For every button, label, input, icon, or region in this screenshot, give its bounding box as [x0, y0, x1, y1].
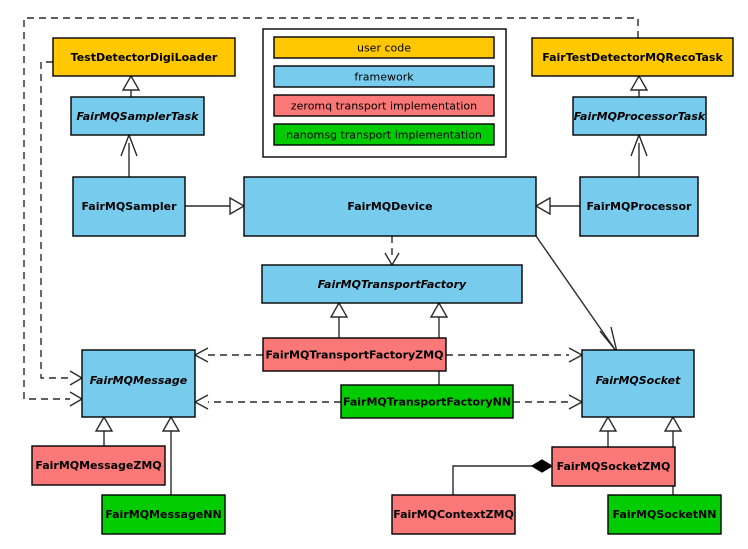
node-fairmqmessage[interactable]: FairMQMessage [81, 349, 196, 418]
node-box[interactable] [607, 494, 722, 535]
node-box[interactable] [340, 384, 514, 419]
node-fairmqsocketnn[interactable]: FairMQSocketNN [607, 494, 722, 535]
legend-swatch-framework [273, 65, 495, 88]
legend-swatch-zeromq [273, 94, 495, 117]
node-label: FairMQTransportFactoryNN [343, 396, 511, 409]
node-box[interactable] [72, 176, 186, 237]
node-label: FairMQSocket [596, 374, 682, 387]
node-box[interactable] [579, 176, 699, 237]
node-label: FairMQDevice [347, 200, 432, 213]
node-label: FairMQSocketZMQ [557, 460, 671, 473]
node-fairmqprocessor[interactable]: FairMQProcessor [579, 176, 699, 237]
node-fairtestdetectormqrecotask[interactable]: FairTestDetectorMQRecoTask [531, 37, 734, 77]
node-box[interactable] [261, 264, 523, 304]
node-label: TestDetectorDigiLoader [71, 51, 218, 64]
node-box[interactable] [581, 349, 695, 418]
node-label: FairMQMessageNN [105, 508, 221, 521]
edge-device-to-socket [535, 235, 615, 349]
arrowhead-tfnn-to-tf [429, 301, 449, 318]
legend-label-framework: framework [354, 71, 414, 84]
arrowhead-tfnn-to-message [193, 394, 209, 410]
node-fairmqsocketzmq[interactable]: FairMQSocketZMQ [551, 446, 676, 487]
arrowhead-messagezmq-to-message [94, 415, 114, 432]
node-box[interactable] [31, 445, 166, 486]
edge-digiloader-to-message [40, 61, 70, 379]
node-label: FairMQContextZMQ [393, 508, 514, 521]
node-fairmqsocket[interactable]: FairMQSocket [581, 349, 695, 418]
node-fairmqmessagezmq[interactable]: FairMQMessageZMQ [31, 445, 166, 486]
node-fairmqtransportfactoryzmq[interactable]: FairMQTransportFactoryZMQ [262, 337, 447, 372]
node-box[interactable] [531, 37, 734, 77]
node-fairmqmessagenn[interactable]: FairMQMessageNN [101, 494, 226, 535]
node-fairmqcontextzmq[interactable]: FairMQContextZMQ [391, 494, 516, 535]
node-box[interactable] [551, 446, 676, 487]
arrowhead-tfzmq-to-message [193, 347, 209, 363]
arrowhead-socketzmq-to-socket [598, 415, 618, 432]
node-label: FairMQSocketNN [613, 508, 717, 521]
node-box[interactable] [81, 349, 196, 418]
arrowhead-tfnn-to-socket [568, 394, 584, 410]
legend-label-user-code: user code [357, 42, 411, 55]
edge-contextzmq-to-socketzmq [452, 465, 544, 495]
node-fairmqtransportfactory[interactable]: FairMQTransportFactory [261, 264, 523, 304]
edge-recotask-to-message [23, 17, 639, 400]
node-label: FairMQSampler [81, 200, 177, 213]
arrowhead-processor-to-device [534, 196, 551, 216]
node-fairmqdevice[interactable]: FairMQDevice [243, 176, 537, 237]
node-box[interactable] [101, 494, 226, 535]
arrowhead-sampler-to-device [229, 196, 246, 216]
node-box[interactable] [391, 494, 516, 535]
legend-swatch-user-code [273, 36, 495, 59]
arrowhead-tfzmq-to-socket [568, 347, 584, 363]
node-fairmqsamplertask[interactable]: FairMQSamplerTask [70, 96, 205, 136]
node-box[interactable] [572, 96, 707, 136]
legend-swatch-nanomsg [273, 123, 495, 146]
arrowhead-digiloader-to-message [69, 370, 84, 386]
node-label: FairMQTransportFactoryZMQ [266, 349, 444, 362]
legend-label-zeromq: zeromq transport implementation [291, 100, 477, 113]
arrowhead-recotask-to-message [69, 391, 84, 407]
legend-label-nanomsg: nanomsg transport implementation [286, 129, 482, 142]
node-box[interactable] [262, 337, 447, 372]
diamond-contextzmq-to-socketzmq [530, 459, 554, 473]
arrowhead-samplertask-to-digiloader [121, 74, 141, 91]
node-label: FairMQMessage [90, 374, 188, 387]
node-fairmqsampler[interactable]: FairMQSampler [72, 176, 186, 237]
node-box[interactable] [243, 176, 537, 237]
node-label: FairMQMessageZMQ [35, 459, 161, 472]
arrowhead-processortask-to-recotask [629, 74, 649, 91]
node-fairmqprocessortask[interactable]: FairMQProcessorTask [572, 96, 707, 136]
node-label: FairMQTransportFactory [318, 278, 467, 291]
legend: user code framework zeromq transport imp… [262, 28, 507, 158]
node-label: FairTestDetectorMQRecoTask [542, 51, 723, 64]
node-testdetectordigiloader[interactable]: TestDetectorDigiLoader [52, 37, 236, 77]
arrowhead-messagenn-to-message [161, 415, 181, 432]
node-label: FairMQSamplerTask [77, 110, 200, 123]
node-label: FairMQProcessorTask [574, 110, 706, 123]
node-fairmqtransportfactorynn[interactable]: FairMQTransportFactoryNN [340, 384, 514, 419]
node-box[interactable] [52, 37, 236, 77]
arrowhead-tfzmq-to-tf [329, 301, 349, 318]
arrowhead-socketnn-to-socket [663, 415, 683, 432]
nodes-layer: TestDetectorDigiLoader FairMQSamplerTask… [31, 37, 734, 535]
edges-layer [23, 17, 683, 495]
node-box[interactable] [70, 96, 205, 136]
node-label: FairMQProcessor [587, 200, 692, 213]
